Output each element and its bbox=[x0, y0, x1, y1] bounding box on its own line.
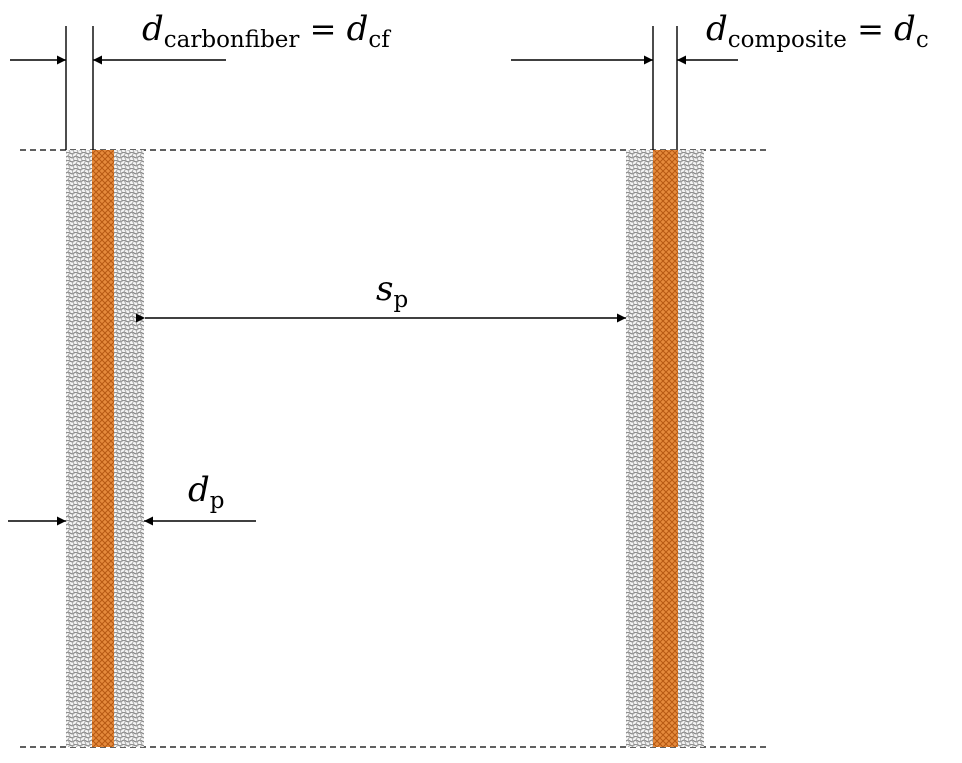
right-pile-carbon-fiber-core bbox=[653, 150, 678, 747]
pile-diameter-label: dp bbox=[188, 470, 225, 514]
carbonfiber-thickness-label: dcarbonfiber = dcf bbox=[142, 9, 391, 53]
left-pile bbox=[66, 150, 144, 747]
right-pile bbox=[626, 150, 704, 747]
composite-thickness-label: dcomposite = dc bbox=[706, 9, 929, 53]
left-pile-carbon-fiber-core bbox=[92, 150, 114, 747]
pile-spacing-label: sp bbox=[376, 269, 408, 313]
